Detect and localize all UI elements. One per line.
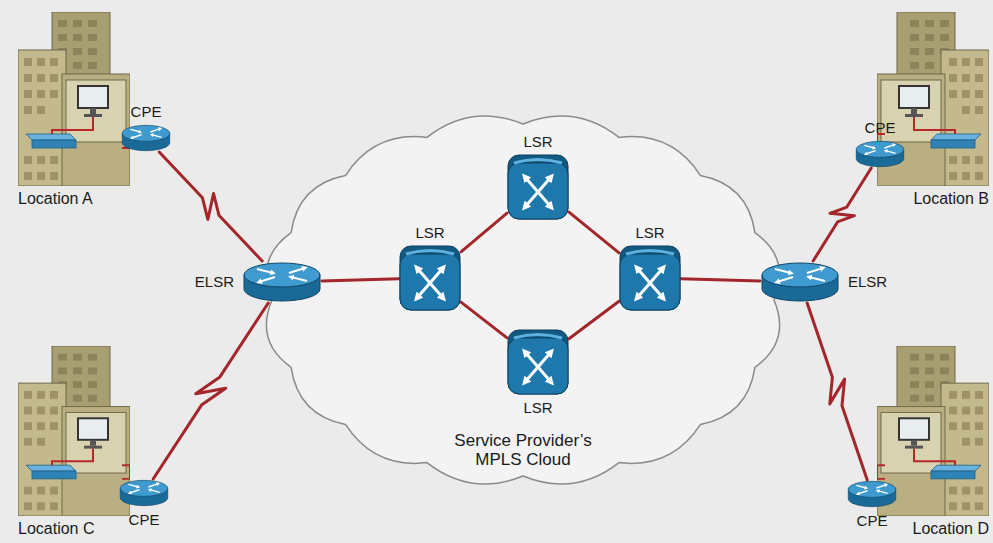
lsr-switch-icon <box>507 329 569 395</box>
router-icon <box>121 124 171 152</box>
router-icon-art <box>848 481 896 506</box>
router-node: ELSR <box>760 261 840 303</box>
label-holder: CPE <box>865 119 896 136</box>
site-node: Location C <box>18 346 134 538</box>
lsr-switch-icon <box>399 245 461 311</box>
switch-node: LSR <box>507 329 569 395</box>
device-label: CPE <box>131 103 162 120</box>
site-building <box>18 12 130 186</box>
lsr-switch-icon-art <box>508 330 568 394</box>
label-holder: LSR <box>523 133 552 150</box>
router-icon-art <box>856 141 904 166</box>
label-holder: Service Provider’s MPLS Cloud <box>443 431 603 470</box>
router-icon <box>847 480 897 508</box>
site-node: Location A <box>18 12 134 208</box>
router-icon-art <box>122 125 170 150</box>
router-node: CPE <box>121 124 171 152</box>
label-holder: ELSR <box>848 273 887 290</box>
device-label: CPE <box>857 512 888 529</box>
site-building-art <box>18 346 130 516</box>
router-node: ELSR <box>242 261 322 303</box>
device-label: LSR <box>635 224 664 241</box>
lsr-switch-icon-art <box>400 246 460 310</box>
cloud-region: Service Provider’s MPLS Cloud LSR LSR LSR LS… <box>258 112 788 488</box>
cloud-outline <box>266 116 779 484</box>
label-holder: CPE <box>857 512 888 529</box>
lsr-switch-icon-art <box>508 155 568 219</box>
site-node: Location B <box>861 12 989 208</box>
router-icon <box>855 140 905 168</box>
label-holder: CPE <box>129 511 160 528</box>
site-node: Location D <box>861 346 989 538</box>
label-holder: LSR <box>635 224 664 241</box>
site-building-art <box>18 12 130 186</box>
device-label: LSR <box>523 133 552 150</box>
router-node: CPE <box>119 479 169 507</box>
location-label: Location A <box>18 190 93 208</box>
switch-node: LSR <box>507 154 569 220</box>
device-label: LSR <box>415 224 444 241</box>
device-label: CPE <box>865 119 896 136</box>
label-holder: LSR <box>415 224 444 241</box>
location-label: Location C <box>18 520 95 538</box>
location-label: Location D <box>913 520 990 538</box>
lsr-switch-icon-art <box>620 246 680 310</box>
router-icon <box>242 261 322 303</box>
site-building <box>18 346 130 516</box>
network-link <box>681 279 760 281</box>
label-holder: CPE <box>131 103 162 120</box>
label-holder: Location A <box>18 190 93 208</box>
network-link <box>813 168 871 261</box>
device-label: ELSR <box>848 273 887 290</box>
label-holder: LSR <box>523 399 552 416</box>
router-node: CPE <box>855 140 905 168</box>
router-icon <box>119 479 169 507</box>
network-link <box>153 303 268 479</box>
router-icon-art <box>762 263 838 301</box>
label-holder: Location C <box>18 520 95 538</box>
switch-node: LSR <box>619 245 681 311</box>
switch-node: LSR <box>399 245 461 311</box>
lsr-switch-icon <box>619 245 681 311</box>
cloud-caption: Service Provider’s MPLS Cloud <box>443 431 603 470</box>
label-holder: Location B <box>913 190 989 208</box>
label-holder: Location D <box>913 520 990 538</box>
device-label: LSR <box>523 399 552 416</box>
router-icon-art <box>244 263 320 301</box>
label-holder: ELSR <box>195 273 234 290</box>
device-label: CPE <box>129 511 160 528</box>
lsr-switch-icon <box>507 154 569 220</box>
network-link <box>807 303 867 480</box>
router-icon <box>760 261 840 303</box>
router-icon-art <box>120 480 168 505</box>
device-label: ELSR <box>195 273 234 290</box>
location-label: Location B <box>913 190 989 208</box>
router-node: CPE <box>847 480 897 508</box>
network-link <box>159 152 262 261</box>
network-link <box>322 279 399 281</box>
